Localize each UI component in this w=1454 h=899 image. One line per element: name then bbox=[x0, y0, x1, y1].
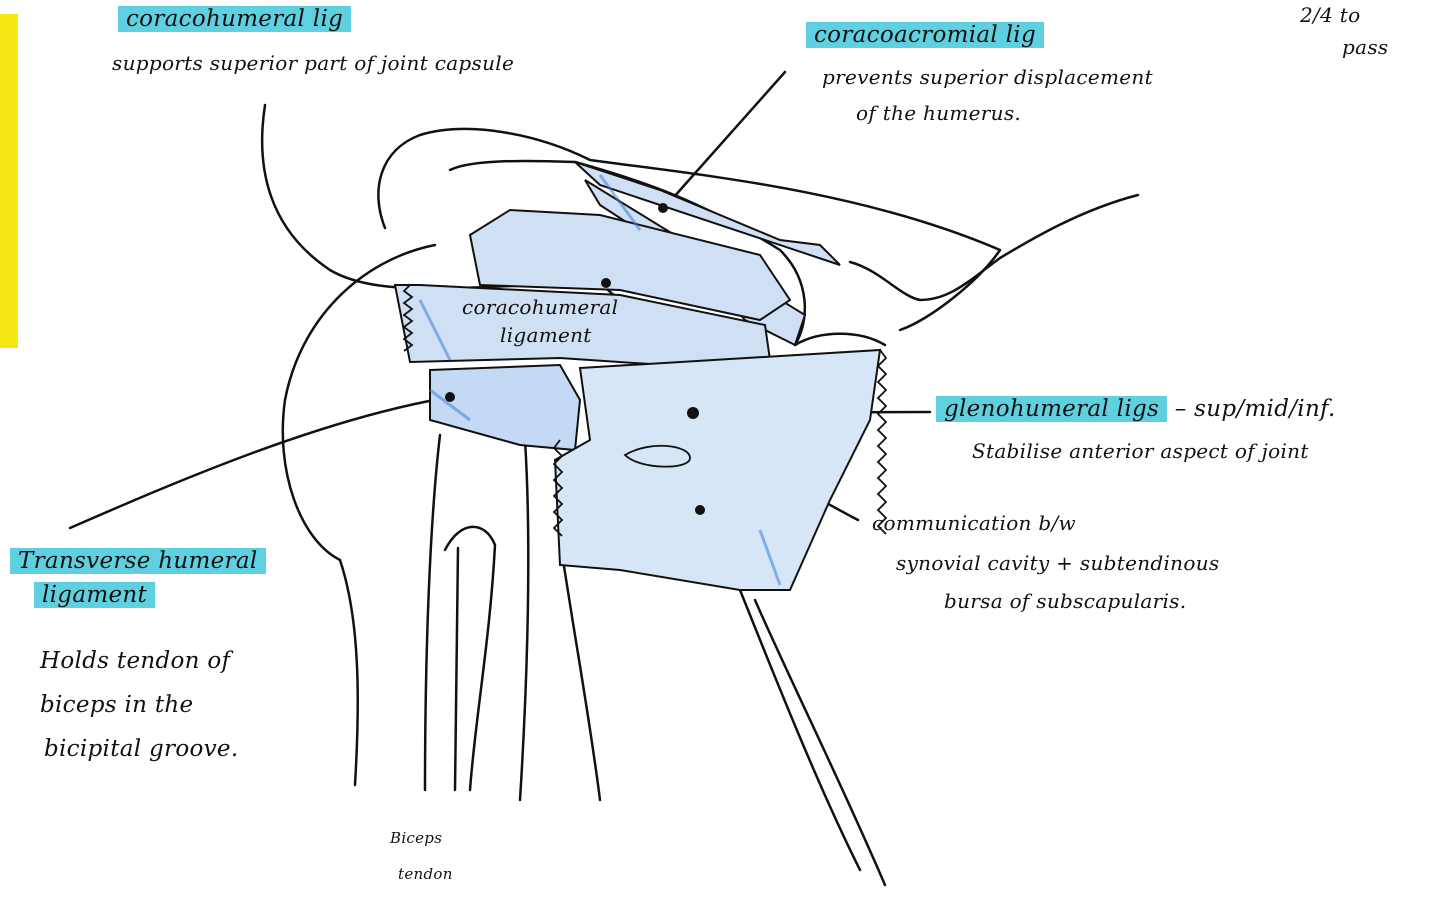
transverse-description-line2: biceps in the bbox=[40, 692, 193, 718]
humerus-inner-left bbox=[425, 435, 440, 790]
coracohumeral-description: supports superior part of joint capsule bbox=[112, 52, 514, 75]
coracohumeral-title: coracohumeral lig bbox=[118, 6, 351, 32]
glenohumeral-description: Stabilise anterior aspect of joint bbox=[972, 440, 1309, 463]
dot-coracohumeral bbox=[601, 278, 611, 288]
biceps-label-line1: Biceps bbox=[390, 830, 442, 847]
glenohumeral-title: glenohumeral ligs – sup/mid/inf. bbox=[936, 396, 1336, 422]
leader-transverse bbox=[70, 398, 445, 528]
transverse-title-line2: ligament bbox=[34, 582, 155, 608]
dot-coracoacromial bbox=[658, 203, 668, 213]
biceps-tendon-left bbox=[445, 527, 495, 790]
transverse-description-line3: bicipital groove. bbox=[44, 736, 238, 762]
transverse-description-line1: Holds tendon of bbox=[40, 648, 230, 674]
biceps-label-line2: tendon bbox=[398, 866, 453, 883]
communication-line2: synovial cavity + subtendinous bbox=[896, 552, 1219, 575]
dot-transverse bbox=[445, 392, 455, 402]
communication-line3: bursa of subscapularis. bbox=[944, 590, 1186, 613]
humerus-inner-right bbox=[520, 440, 528, 800]
scapula-border-3 bbox=[740, 590, 860, 870]
biceps-tendon-right bbox=[455, 548, 458, 790]
glenohumeral-capsule bbox=[555, 350, 880, 590]
scapula-border bbox=[560, 540, 600, 800]
glenohumeral-suffix: – sup/mid/inf. bbox=[1175, 396, 1336, 422]
scapula-border-2 bbox=[755, 600, 885, 885]
dot-communication bbox=[695, 505, 705, 515]
dot-glenohumeral bbox=[687, 407, 699, 419]
coracoacromial-description-line1: prevents superior displacement bbox=[822, 66, 1153, 89]
jagged-edge-right bbox=[878, 350, 886, 534]
pass-note-line1: 2/4 to bbox=[1300, 4, 1360, 27]
coracohumeral-inline-line1: coracohumeral bbox=[462, 296, 618, 319]
coracoacromial-description-line2: of the humerus. bbox=[856, 102, 1021, 125]
coracoacromial-title: coracoacromial lig bbox=[806, 22, 1044, 48]
coracohumeral-inline-line2: ligament bbox=[500, 324, 592, 347]
communication-line1: communication b/w bbox=[872, 512, 1076, 535]
leader-coracoacromial bbox=[665, 72, 785, 207]
pass-note-line2: pass bbox=[1342, 36, 1388, 59]
humerus-left-shaft bbox=[340, 560, 358, 785]
transverse-title-line1: Transverse humeral bbox=[10, 548, 266, 574]
